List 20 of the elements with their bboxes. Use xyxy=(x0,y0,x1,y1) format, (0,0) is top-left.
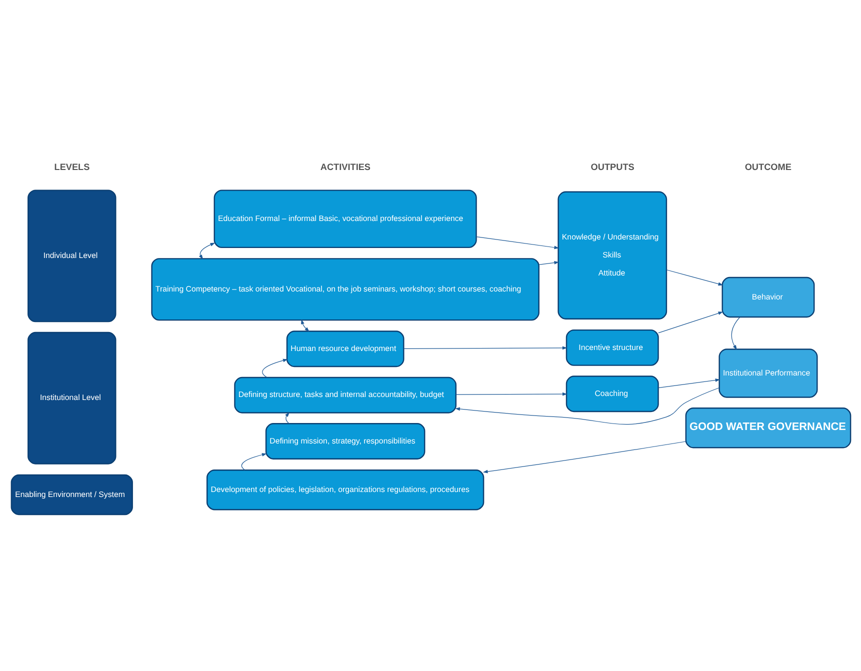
arrow xyxy=(658,311,723,333)
arrow xyxy=(300,318,309,332)
arrow xyxy=(455,392,567,396)
arrow xyxy=(658,378,720,388)
arrow xyxy=(198,242,215,259)
arrow xyxy=(730,316,740,350)
arrow xyxy=(476,236,559,249)
label: OUTPUTS xyxy=(590,161,634,172)
arrow xyxy=(666,269,723,286)
node-box: GOOD WATER GOVERNANCE xyxy=(684,407,851,448)
label: LEVELS xyxy=(54,161,90,172)
arrow xyxy=(454,386,720,424)
label: OUTCOME xyxy=(744,161,791,172)
arrow xyxy=(240,452,266,470)
arrow xyxy=(262,358,288,378)
arrow xyxy=(482,440,686,473)
arrow xyxy=(538,260,559,264)
label: ACTIVITIES xyxy=(320,161,370,172)
arrow xyxy=(284,412,290,424)
arrow xyxy=(402,346,567,350)
